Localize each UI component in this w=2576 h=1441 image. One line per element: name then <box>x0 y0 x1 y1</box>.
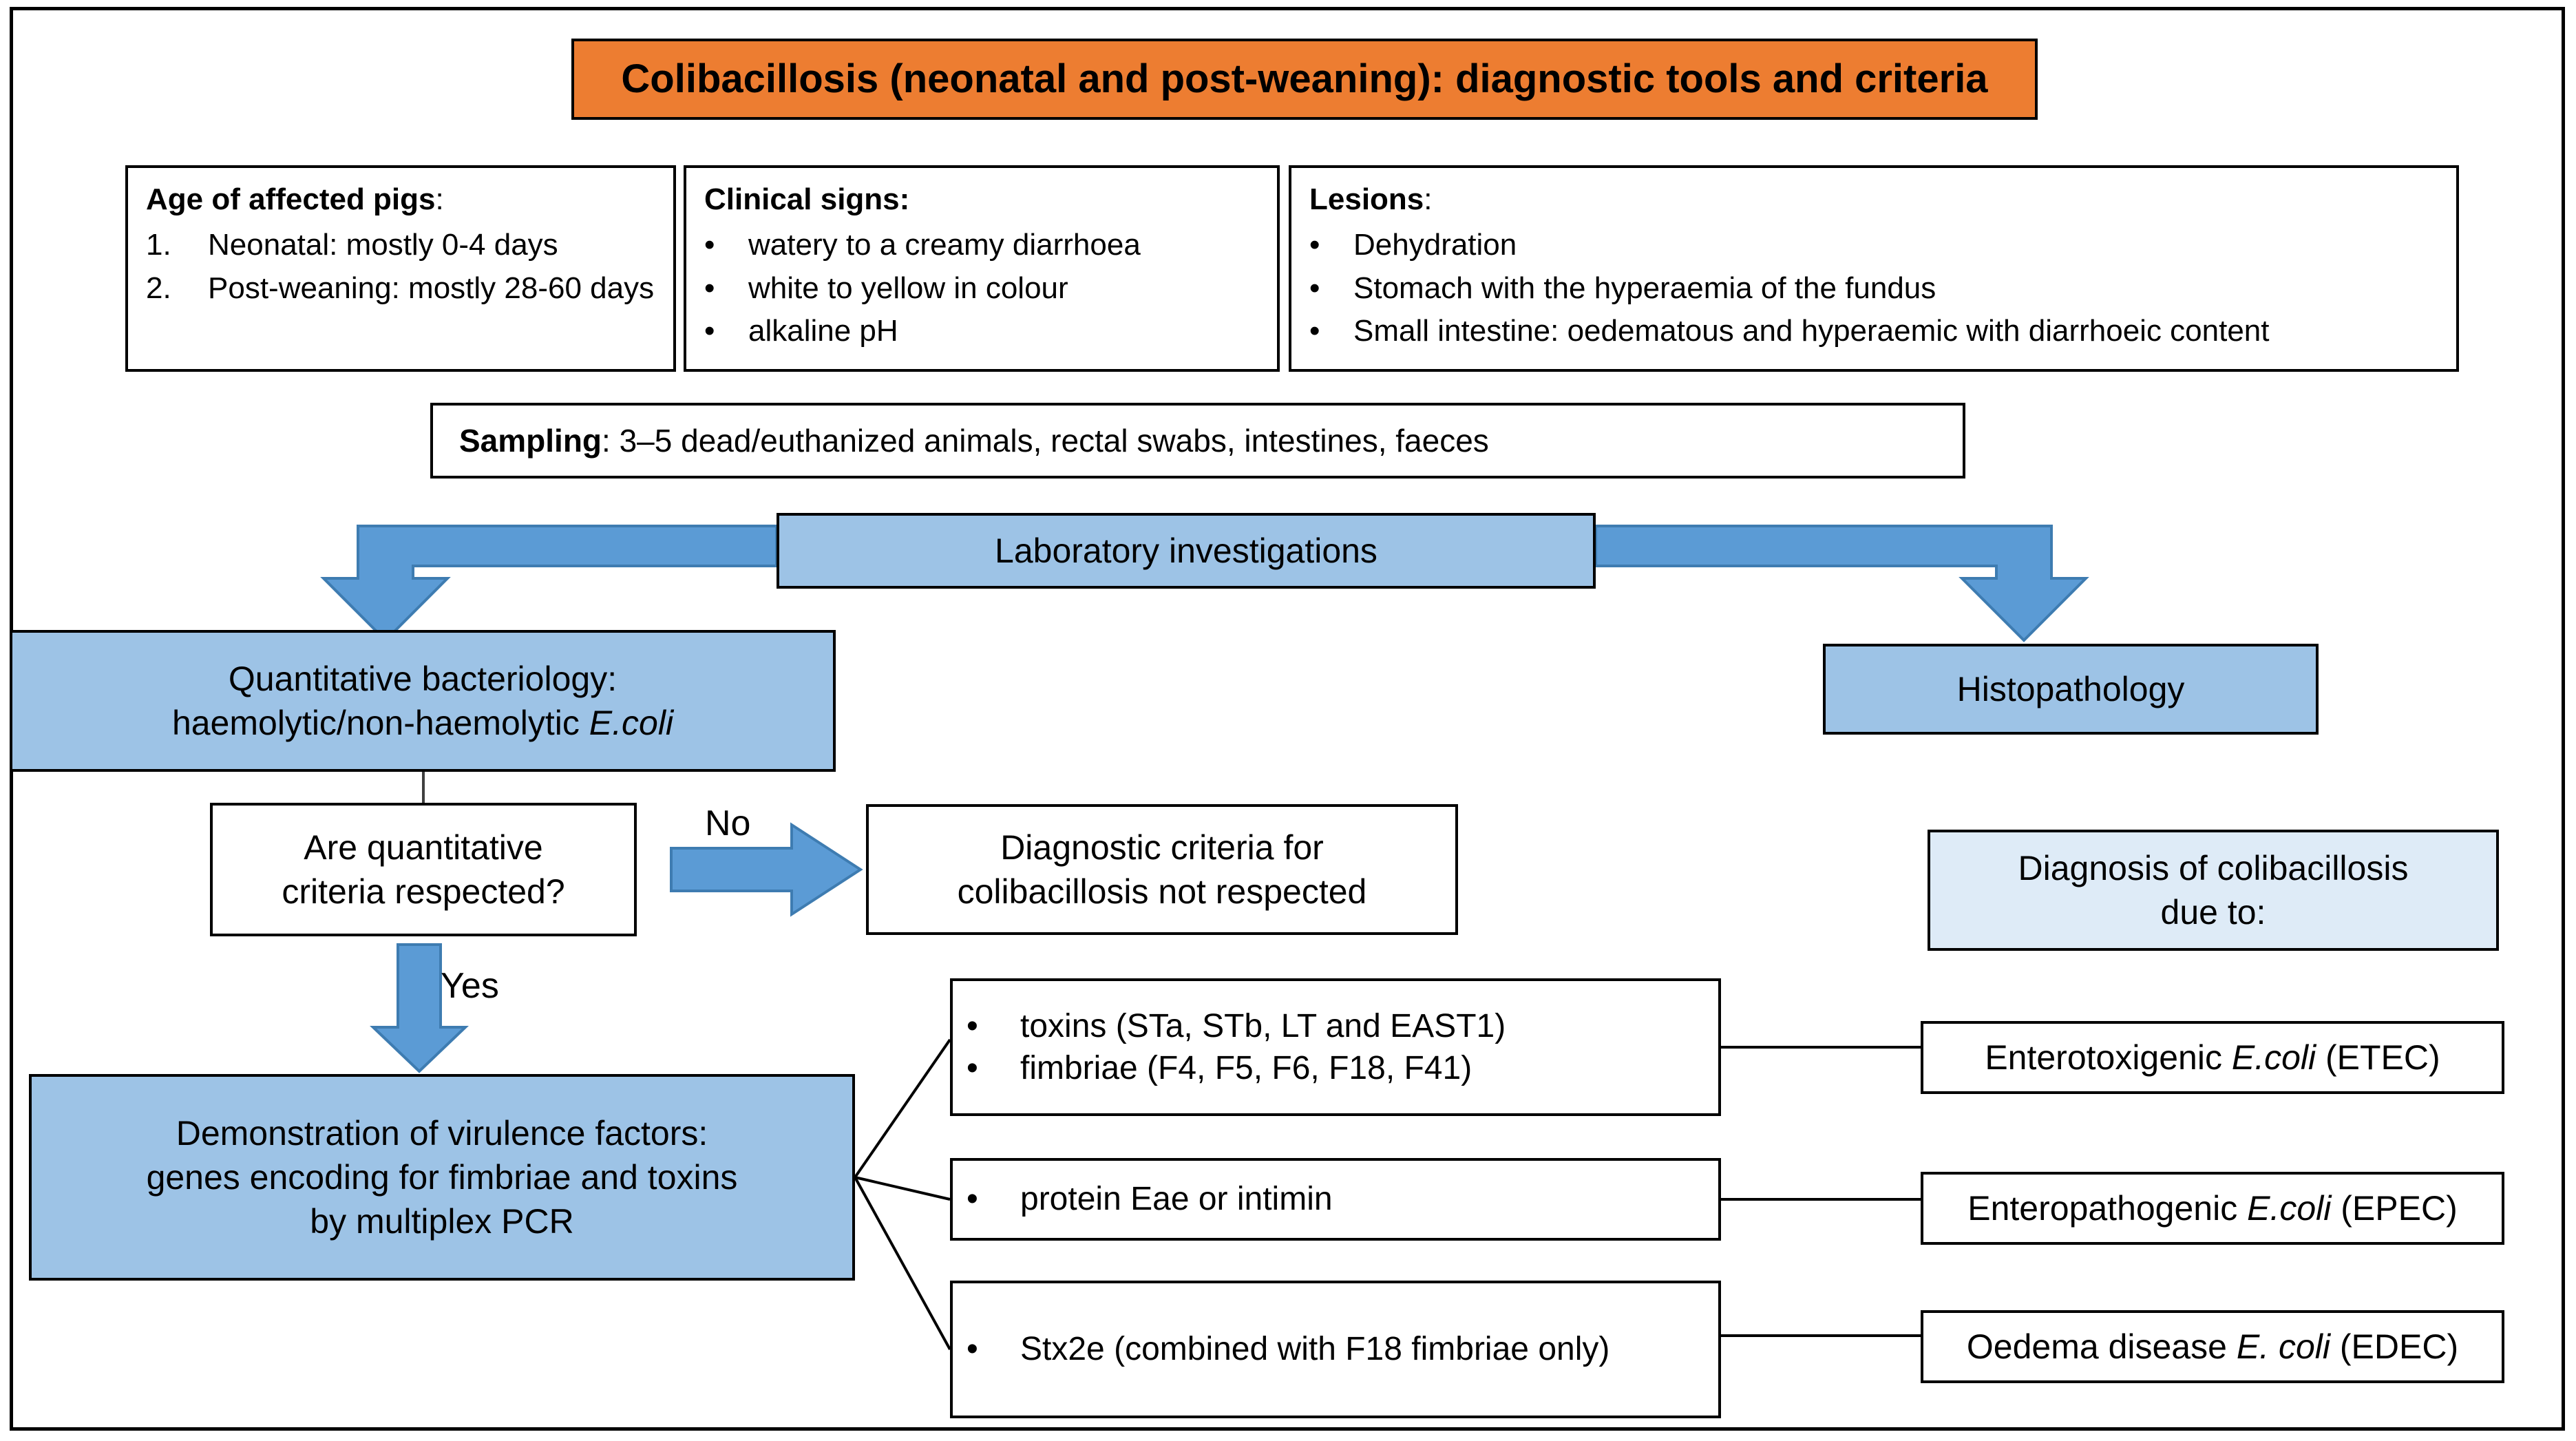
list-item: • alkaline pH <box>704 312 1259 350</box>
elbow-arrow-down-left-icon <box>320 525 778 642</box>
list-text: fimbriae (F4, F5, F6, F18, F41) <box>1020 1050 1472 1086</box>
list-marker: 2. <box>146 271 171 305</box>
bullet-icon: • <box>967 1050 978 1086</box>
diagnosis-due-to-line-2: due to: <box>2160 893 2266 932</box>
not-respected-line-2: colibacillosis not respected <box>957 872 1367 911</box>
virulence-line-3: by multiplex PCR <box>310 1202 574 1241</box>
info-box-clinical-signs-heading: Clinical signs: <box>704 182 910 216</box>
bullet-icon: • <box>1309 271 1320 305</box>
list-item: 2. Post-weaning: mostly 28-60 days <box>146 269 655 308</box>
arrow-down-icon <box>370 943 469 1073</box>
info-box-clinical-signs: Clinical signs: • watery to a creamy dia… <box>684 165 1280 372</box>
page-title-text: Colibacillosis (neonatal and post-weanin… <box>621 56 1988 101</box>
bullet-icon: • <box>704 313 715 348</box>
bullet-icon: • <box>1309 313 1320 348</box>
list-item: • watery to a creamy diarrhoea <box>704 226 1259 264</box>
marker-box-etec: • toxins (STa, STb, LT and EAST1) • fimb… <box>950 978 1721 1116</box>
info-box-lesions-heading: Lesions: <box>1309 182 1433 216</box>
info-box-lesions: Lesions: • Dehydration • Stomach with th… <box>1289 165 2459 372</box>
diagnosis-due-to-box: Diagnosis of colibacillosis due to: <box>1928 830 2499 951</box>
list-item: • protein Eae or intimin <box>967 1178 1704 1220</box>
quant-line-2: haemolytic/non-haemolytic E.coli <box>171 704 674 742</box>
outcome-epec-text: Enteropathogenic E.coli (EPEC) <box>1967 1189 2458 1228</box>
virulence-line-2: genes encoding for fimbriae and toxins <box>146 1158 738 1197</box>
outcome-box-etec: Enterotoxigenic E.coli (ETEC) <box>1921 1021 2504 1094</box>
quantitative-bacteriology-box: Quantitative bacteriology: haemolytic/no… <box>10 630 836 772</box>
list-text: Stomach with the hyperaemia of the fundu… <box>1353 271 1936 305</box>
decision-line-2: criteria respected? <box>282 872 565 911</box>
quant-line-1: Quantitative bacteriology: <box>228 660 617 698</box>
sampling-box: Sampling: 3–5 dead/euthanized animals, r… <box>430 403 1965 478</box>
outcome-edec-text: Oedema disease E. coli (EDEC) <box>1966 1327 2459 1366</box>
laboratory-investigations-label: Laboratory investigations <box>995 532 1377 570</box>
list-marker: 1. <box>146 228 171 262</box>
list-item: • fimbriae (F4, F5, F6, F18, F41) <box>967 1047 1704 1089</box>
sampling-label: Sampling <box>459 422 602 459</box>
bullet-icon: • <box>967 1181 978 1218</box>
outcome-box-epec: Enteropathogenic E.coli (EPEC) <box>1921 1172 2504 1245</box>
branch-label-yes: Yes <box>441 966 499 1006</box>
list-text: toxins (STa, STb, LT and EAST1) <box>1020 1007 1506 1044</box>
bullet-icon: • <box>704 228 715 262</box>
list-item: • Stx2e (combined with F18 fimbriae only… <box>967 1328 1704 1370</box>
virulence-line-1: Demonstration of virulence factors: <box>176 1114 708 1153</box>
branch-label-no: No <box>705 803 751 843</box>
list-item: • Stomach with the hyperaemia of the fun… <box>1309 269 2438 308</box>
list-item: • white to yellow in colour <box>704 269 1259 308</box>
info-box-age: Age of affected pigs: 1. Neonatal: mostl… <box>125 165 676 372</box>
connector-outcomes <box>1721 1046 1921 1337</box>
bullet-icon: • <box>967 1331 978 1368</box>
bullet-icon: • <box>704 271 715 305</box>
elbow-arrow-down-right-icon <box>1594 525 2089 642</box>
list-text: white to yellow in colour <box>748 271 1068 305</box>
list-text: Dehydration <box>1353 228 1517 262</box>
bullet-icon: • <box>967 1007 978 1044</box>
outcome-etec-text: Enterotoxigenic E.coli (ETEC) <box>1985 1038 2440 1077</box>
criteria-not-respected-box: Diagnostic criteria for colibacillosis n… <box>866 804 1458 935</box>
bullet-icon: • <box>1309 228 1320 262</box>
arrow-right-icon <box>670 822 863 917</box>
list-item: 1. Neonatal: mostly 0-4 days <box>146 226 655 264</box>
list-text: Stx2e (combined with F18 fimbriae only) <box>1020 1331 1610 1368</box>
outcome-box-edec: Oedema disease E. coli (EDEC) <box>1921 1310 2504 1383</box>
list-text: Small intestine: oedematous and hyperaem… <box>1353 313 2270 348</box>
page-title: Colibacillosis (neonatal and post-weanin… <box>571 39 2038 120</box>
connector-virulence-fan <box>854 1038 951 1350</box>
list-item: • toxins (STa, STb, LT and EAST1) <box>967 1005 1704 1047</box>
list-text: watery to a creamy diarrhoea <box>748 228 1141 262</box>
list-item: • Small intestine: oedematous and hypera… <box>1309 312 2438 350</box>
list-text: alkaline pH <box>748 313 898 348</box>
list-text: Post-weaning: mostly 28-60 days <box>208 271 655 305</box>
decision-line-1: Are quantitative <box>304 828 543 867</box>
marker-box-edec: • Stx2e (combined with F18 fimbriae only… <box>950 1281 1721 1418</box>
list-text: protein Eae or intimin <box>1020 1181 1333 1218</box>
marker-box-epec: • protein Eae or intimin <box>950 1158 1721 1241</box>
diagnosis-due-to-line-1: Diagnosis of colibacillosis <box>2018 849 2409 887</box>
histopathology-box: Histopathology <box>1823 644 2319 735</box>
list-text: Neonatal: mostly 0-4 days <box>208 228 558 262</box>
histopathology-label: Histopathology <box>1956 670 2185 708</box>
sampling-text: : 3–5 dead/euthanized animals, rectal sw… <box>602 422 1489 459</box>
laboratory-investigations-box: Laboratory investigations <box>777 513 1596 589</box>
decision-box-quantitative-criteria: Are quantitative criteria respected? <box>210 803 637 936</box>
virulence-factors-box: Demonstration of virulence factors: gene… <box>29 1074 855 1281</box>
list-item: • Dehydration <box>1309 226 2438 264</box>
not-respected-line-1: Diagnostic criteria for <box>1000 828 1324 867</box>
info-box-age-heading: Age of affected pigs: <box>146 182 444 216</box>
